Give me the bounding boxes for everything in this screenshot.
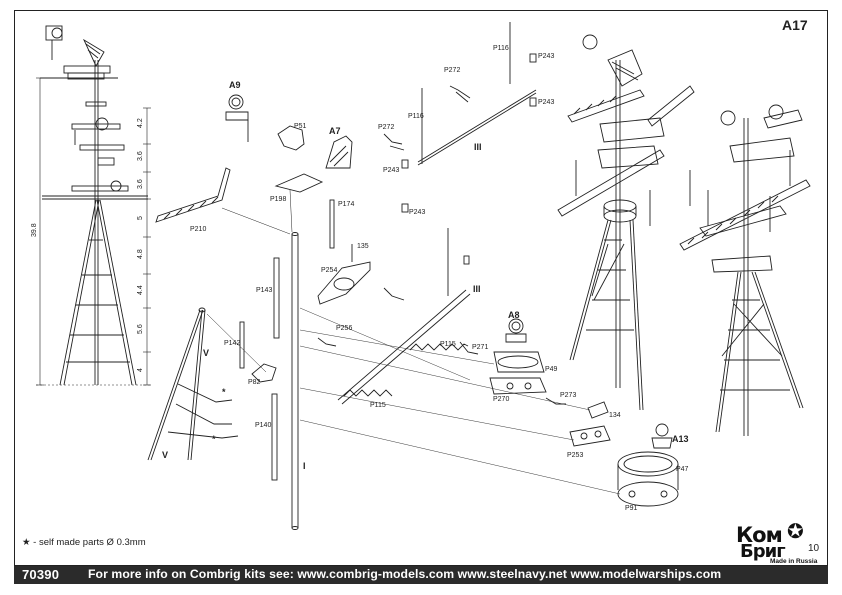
dim-seg: 5.6 bbox=[137, 324, 144, 334]
info-text: For more info on Combrig kits see: www.c… bbox=[88, 567, 722, 581]
part-labels: P116 P243 P243 P272 P116 P272 P243 P243 … bbox=[190, 45, 689, 512]
tripod-legs-v bbox=[147, 307, 267, 461]
bracket-p82 bbox=[251, 363, 277, 383]
part-label: P49 bbox=[545, 366, 558, 373]
part-label: P271 bbox=[472, 344, 488, 351]
main-pole bbox=[291, 232, 299, 530]
part-label: P243 bbox=[409, 209, 425, 216]
part-label: P243 bbox=[538, 99, 554, 106]
part-label: P82 bbox=[248, 379, 261, 386]
part-label: P256 bbox=[336, 325, 352, 332]
mast-elevation bbox=[36, 25, 151, 386]
lower-yard-iii bbox=[317, 228, 471, 405]
dim-seg: 4.2 bbox=[137, 118, 144, 128]
dim-total: 39.8 bbox=[31, 223, 38, 237]
dimension-labels: 39.8 4.2 3.6 3.6 5 4.8 4.4 5.6 4 bbox=[31, 118, 144, 372]
part-label: P254 bbox=[321, 267, 337, 274]
guide-lines bbox=[299, 307, 621, 495]
logo-line-1: Ком bbox=[736, 523, 783, 547]
ladders bbox=[239, 199, 335, 481]
label-a13: A13 bbox=[672, 434, 689, 444]
footnote: ★ - self made parts Ø 0.3mm bbox=[22, 537, 146, 548]
part-label: P272 bbox=[378, 124, 394, 131]
yard-arm-p210 bbox=[155, 167, 291, 235]
part-label: P272 bbox=[444, 67, 460, 74]
logo-tagline: Made in Russia bbox=[770, 558, 818, 565]
dim-seg: 5 bbox=[137, 216, 144, 220]
ring-p47 bbox=[617, 423, 679, 507]
completed-mast-left bbox=[557, 34, 695, 411]
label-a9: A9 bbox=[229, 80, 241, 90]
platform-p254 bbox=[317, 244, 371, 305]
marker-roman: III bbox=[473, 284, 481, 294]
dim-seg: 3.6 bbox=[137, 179, 144, 189]
marker-star: * bbox=[222, 387, 226, 397]
marker-star: * bbox=[212, 434, 216, 444]
marker-roman: I bbox=[303, 461, 306, 471]
part-label: P210 bbox=[190, 226, 206, 233]
part-label: P243 bbox=[383, 167, 399, 174]
part-label: P51 bbox=[294, 123, 307, 130]
part-label: P243 bbox=[538, 53, 554, 60]
part-label: P115 bbox=[440, 341, 456, 348]
dim-seg: 3.6 bbox=[137, 151, 144, 161]
part-label: P273 bbox=[560, 392, 576, 399]
part-label: P91 bbox=[625, 505, 638, 512]
part-label: P174 bbox=[338, 201, 354, 208]
part-label: P116 bbox=[408, 113, 424, 120]
kit-number: 70390 bbox=[22, 567, 60, 582]
part-p253 bbox=[569, 401, 611, 447]
label-a8: A8 bbox=[508, 310, 520, 320]
marker-v: V bbox=[162, 450, 168, 460]
completed-mast-right bbox=[679, 104, 811, 436]
marker-v: V bbox=[203, 348, 209, 358]
top-platform-group bbox=[225, 94, 353, 233]
page-number: 10 bbox=[808, 543, 820, 554]
part-label: P253 bbox=[567, 452, 583, 459]
part-label: P115 bbox=[370, 402, 386, 409]
page-frame bbox=[14, 10, 828, 566]
dim-seg: 4.8 bbox=[137, 249, 144, 259]
base-cluster-a8 bbox=[459, 318, 566, 405]
part-label: P198 bbox=[270, 196, 286, 203]
logo-star-icon: ✪ bbox=[787, 521, 804, 543]
marker-roman: III bbox=[474, 142, 482, 152]
upper-yard-iii bbox=[383, 22, 537, 213]
part-label: 134 bbox=[609, 412, 621, 419]
assembly-labels: A9 A7 A8 A13 bbox=[229, 80, 689, 444]
dim-seg: 4.4 bbox=[137, 285, 144, 295]
part-label: P143 bbox=[256, 287, 272, 294]
combrig-logo: Ком ✪ Бриг Made in Russia bbox=[736, 521, 817, 565]
part-label: P270 bbox=[493, 396, 509, 403]
markers: III III I V V * * bbox=[162, 142, 482, 471]
sheet-code: A17 bbox=[782, 17, 808, 33]
label-a7: A7 bbox=[329, 126, 341, 136]
part-label: P142 bbox=[224, 340, 240, 347]
logo-line-2: Бриг bbox=[740, 541, 786, 562]
part-label: P116 bbox=[493, 45, 509, 52]
footer-bar: 70390 For more info on Combrig kits see:… bbox=[14, 566, 828, 584]
dim-seg: 4 bbox=[137, 368, 144, 372]
part-label: 135 bbox=[357, 243, 369, 250]
part-label: P47 bbox=[676, 466, 689, 473]
part-label: P140 bbox=[255, 422, 271, 429]
